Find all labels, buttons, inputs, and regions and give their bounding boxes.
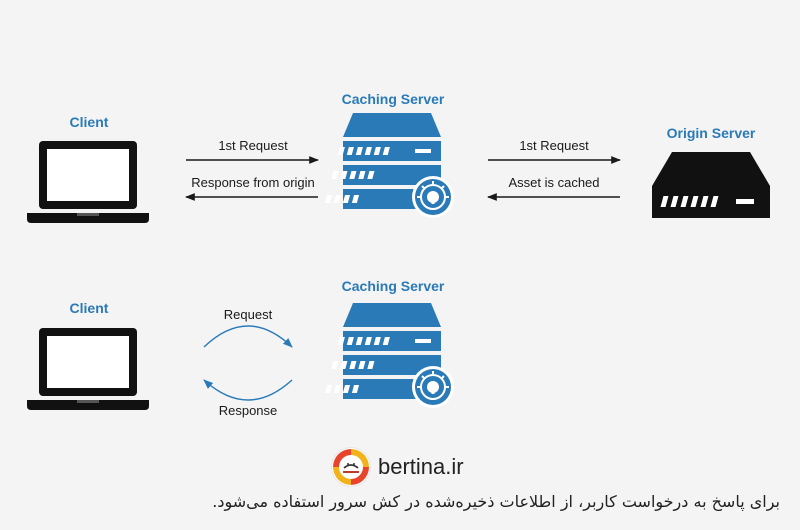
bottom-response-label: Response	[219, 403, 278, 418]
bottom-caching-server-label: Caching Server	[342, 278, 445, 294]
top-right-request-label: 1st Request	[519, 138, 589, 153]
bottom-request-arrow	[203, 325, 293, 348]
top-client-laptop-icon	[27, 141, 149, 223]
top-left-response-label: Response from origin	[191, 175, 315, 190]
brand-name: bertina.ir	[378, 454, 464, 479]
top-caching-server-label: Caching Server	[342, 91, 445, 107]
bottom-client-label: Client	[70, 300, 109, 316]
brand: bertina.ir	[332, 447, 464, 487]
bottom-response-arrow	[203, 379, 293, 401]
caption: برای پاسخ به درخواست کاربر، از اطلاعات ذ…	[212, 492, 780, 511]
origin-server-icon	[652, 152, 770, 218]
top-caching-server-icon	[323, 112, 455, 219]
bottom-client-laptop-icon	[27, 328, 149, 410]
top-left-request-label: 1st Request	[218, 138, 288, 153]
top-right-response-label: Asset is cached	[508, 175, 599, 190]
top-client-label: Client	[70, 114, 109, 130]
origin-server-label: Origin Server	[667, 125, 756, 141]
bertina-logo	[332, 448, 370, 486]
bottom-caching-server-icon	[323, 302, 455, 409]
bottom-request-label: Request	[224, 307, 273, 322]
